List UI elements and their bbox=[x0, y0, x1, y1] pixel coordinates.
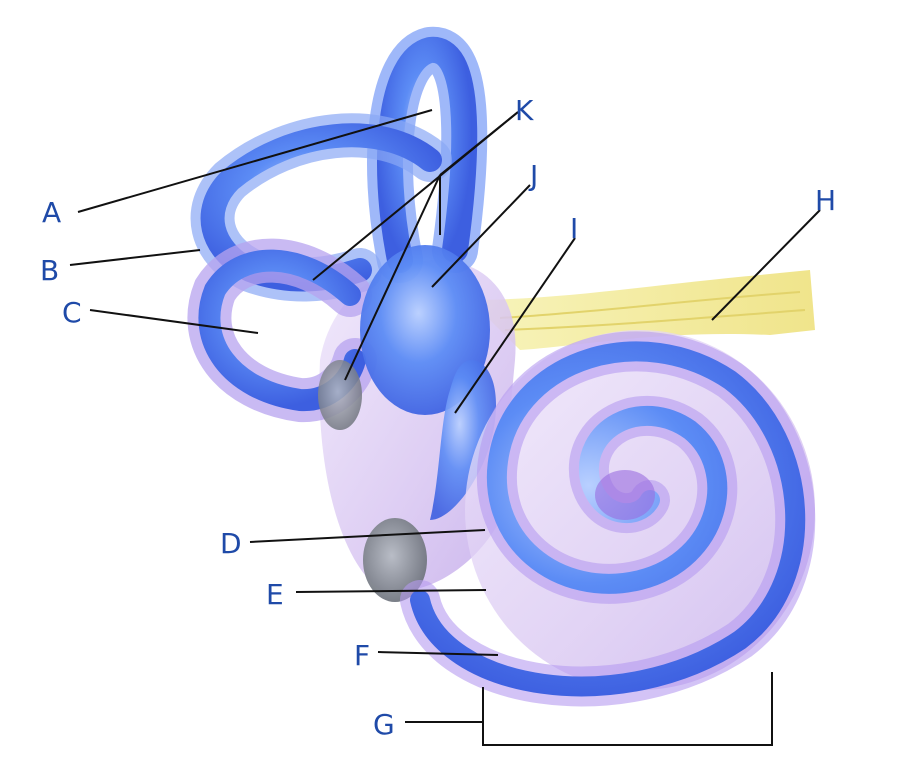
label-k: K bbox=[515, 94, 534, 127]
leader-k4 bbox=[344, 174, 441, 381]
label-b: B bbox=[40, 254, 59, 287]
leader-lines bbox=[69, 109, 821, 746]
labels: A B C D E F G H I J K bbox=[40, 94, 836, 741]
leader-j bbox=[431, 184, 531, 288]
label-g: G bbox=[373, 708, 395, 741]
leader-b bbox=[69, 249, 201, 266]
label-e: E bbox=[266, 578, 284, 611]
leader-h bbox=[711, 209, 821, 321]
round-window bbox=[363, 518, 427, 602]
leader-c bbox=[89, 309, 259, 334]
label-a: A bbox=[42, 196, 61, 229]
leader-k2 bbox=[439, 111, 519, 176]
leader-g-bracket bbox=[405, 672, 773, 746]
cochlea bbox=[400, 330, 816, 707]
leader-d bbox=[249, 529, 486, 543]
leader-f bbox=[377, 651, 499, 656]
label-j: J bbox=[528, 159, 538, 192]
vestibulocochlear-nerve bbox=[470, 270, 815, 350]
saccule bbox=[430, 360, 497, 520]
label-i: I bbox=[570, 212, 578, 245]
leader-a bbox=[77, 109, 433, 213]
label-d: D bbox=[220, 527, 242, 560]
label-h: H bbox=[815, 184, 836, 217]
label-c: C bbox=[62, 296, 82, 329]
label-f: F bbox=[354, 639, 370, 672]
oval-window bbox=[318, 360, 362, 430]
leader-i bbox=[454, 237, 576, 414]
superior-semicircular-canal bbox=[367, 26, 488, 283]
leader-e bbox=[295, 589, 487, 593]
